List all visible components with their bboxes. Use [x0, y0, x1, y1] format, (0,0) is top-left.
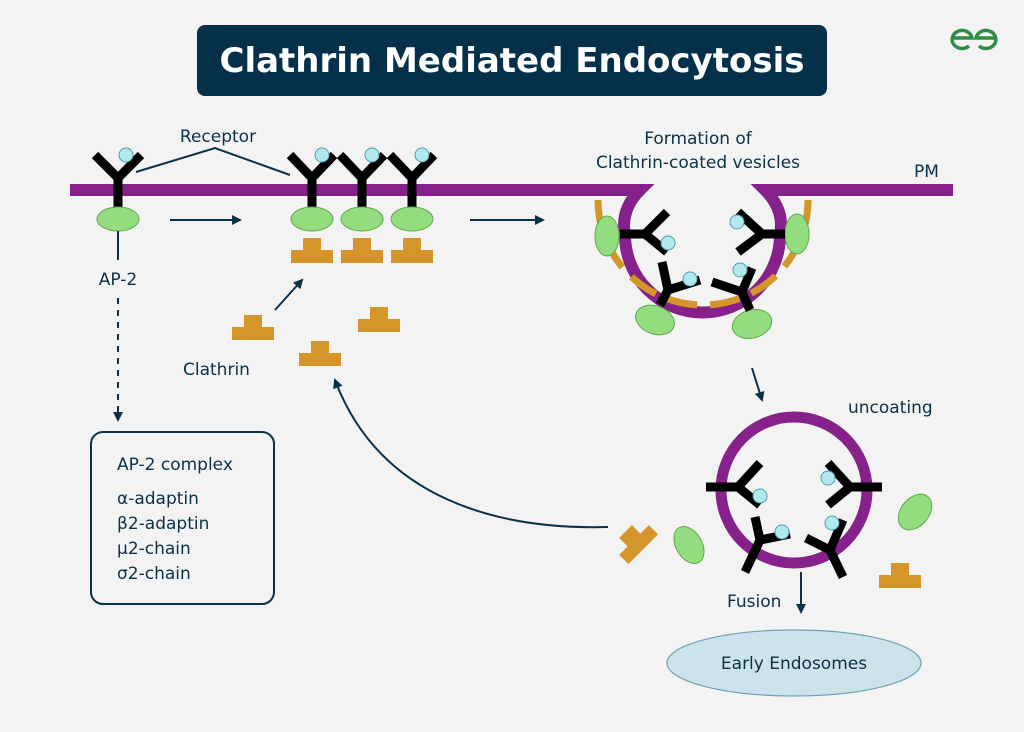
uncoated-vesicle: [706, 411, 882, 579]
ap2-complex-heading: AP-2 complex: [117, 455, 233, 475]
formation-label-2: Clathrin-coated vesicles: [596, 153, 800, 173]
title-banner: Clathrin Mediated Endocytosis: [197, 25, 827, 96]
ap2-item: β2-adaptin: [117, 514, 209, 534]
formation-label-1: Formation of: [644, 129, 753, 149]
free-clathrin: [232, 307, 400, 366]
ap2-label: AP-2: [99, 270, 137, 290]
receptor-label: Receptor: [180, 127, 256, 147]
free-adaptor: [673, 526, 705, 564]
ap2-item: α-adaptin: [117, 489, 199, 509]
page-title: Clathrin Mediated Endocytosis: [220, 41, 805, 81]
early-endosomes: Early Endosomes: [666, 629, 922, 697]
ap2-complex-box: AP-2 complex α-adaptin β2-adaptin μ2-cha…: [90, 431, 275, 605]
ap2-item: μ2-chain: [117, 539, 191, 559]
recycle-arrow: [333, 378, 609, 529]
free-clathrin: [879, 563, 921, 588]
plasma-membrane: [70, 184, 953, 319]
geeksforgeeks-logo-icon: [950, 28, 998, 51]
arrow-clathrin-up: [274, 278, 304, 311]
clathrin-label: Clathrin: [183, 360, 250, 380]
receptor-cluster: [286, 147, 438, 263]
ap2-item: σ2-chain: [117, 564, 191, 584]
free-adaptor: [897, 493, 933, 531]
uncoating-label: uncoating: [848, 398, 933, 418]
early-endosomes-label: Early Endosomes: [721, 654, 867, 674]
fusion-label: Fusion: [727, 592, 781, 612]
receptor-single: [91, 147, 145, 232]
free-clathrin: [610, 516, 659, 565]
arrow-to-uncoating: [751, 367, 765, 402]
pm-label: PM: [914, 162, 939, 182]
clathrin-coated-pit: [594, 199, 812, 339]
